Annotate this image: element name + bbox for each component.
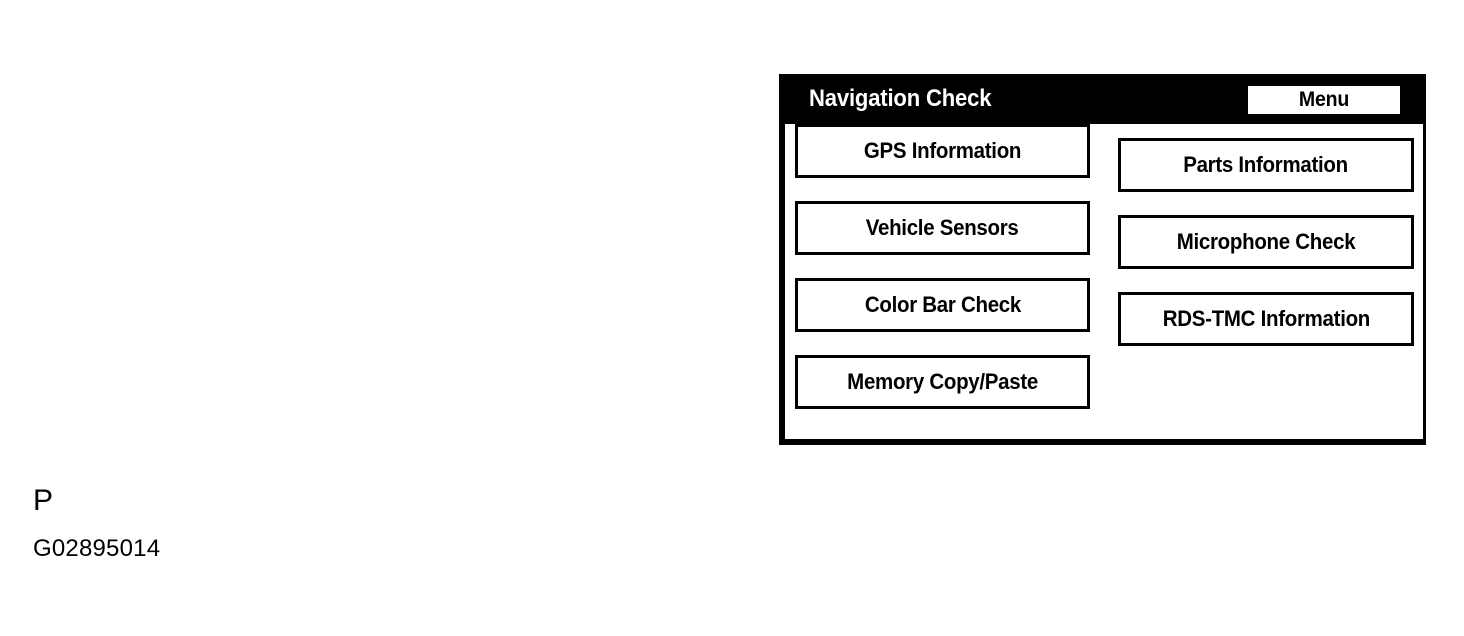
color-bar-check-button[interactable]: Color Bar Check [795,278,1090,332]
button-column-left: GPS Information Vehicle Sensors Color Ba… [795,124,1090,432]
panel-body: GPS Information Vehicle Sensors Color Ba… [785,124,1423,439]
microphone-check-label: Microphone Check [1176,229,1356,254]
memory-copy-paste-button[interactable]: Memory Copy/Paste [795,355,1090,409]
panel-header: Navigation Check Menu [785,74,1426,124]
rds-tmc-information-button[interactable]: RDS-TMC Information [1118,292,1414,346]
memory-copy-paste-label: Memory Copy/Paste [847,369,1038,394]
parts-information-label: Parts Information [1183,152,1349,177]
figure-callout-letter: P [33,484,54,517]
menu-button[interactable]: Menu [1246,84,1402,116]
microphone-check-button[interactable]: Microphone Check [1118,215,1414,269]
menu-button-label: Menu [1298,88,1350,111]
page-title: Navigation Check [809,85,992,112]
rds-tmc-information-label: RDS-TMC Information [1162,306,1370,331]
vehicle-sensors-label: Vehicle Sensors [866,215,1019,240]
button-column-right: Parts Information Microphone Check RDS-T… [1118,124,1414,369]
navigation-check-panel: Navigation Check Menu GPS Information Ve… [779,74,1426,445]
figure-reference-code: G02895014 [33,535,161,562]
color-bar-check-label: Color Bar Check [864,292,1021,317]
parts-information-button[interactable]: Parts Information [1118,138,1414,192]
vehicle-sensors-button[interactable]: Vehicle Sensors [795,201,1090,255]
gps-information-button[interactable]: GPS Information [795,124,1090,178]
gps-information-label: GPS Information [863,138,1022,163]
